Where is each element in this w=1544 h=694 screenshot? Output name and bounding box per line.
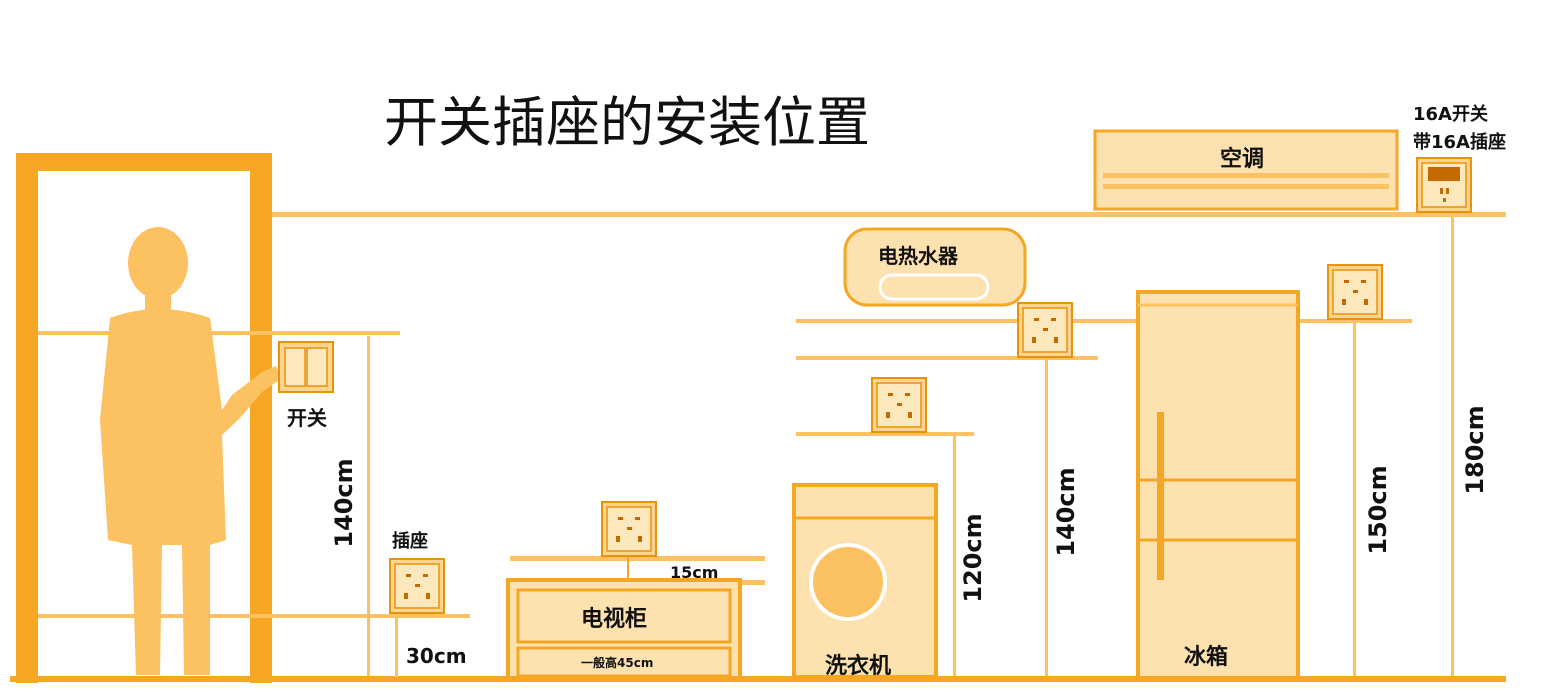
fridge-label: 冰箱 [1184, 645, 1229, 670]
switch-dimension-line [367, 336, 370, 676]
upper-shelf-line [796, 319, 1412, 323]
washing-machine [792, 483, 938, 679]
switch-height-line [38, 331, 400, 335]
heater-shelf-line [796, 356, 1098, 360]
socket-height-label: 30cm [406, 644, 467, 668]
socket-height-line [38, 614, 470, 618]
air-conditioner [1093, 129, 1399, 211]
power-socket-icon [601, 501, 657, 557]
tv-gap-line [627, 557, 629, 579]
socket-label: 插座 [392, 531, 428, 552]
door-frame [16, 153, 272, 683]
tv-cabinet-label: 电视柜 [581, 607, 648, 632]
ceiling-line [268, 212, 1506, 217]
page-title: 开关插座的安装位置 [384, 91, 870, 154]
aircon-note-line2: 带16A插座 [1413, 132, 1506, 153]
aircon-dimension-line [1451, 216, 1454, 676]
aircon-label: 空调 [1220, 147, 1265, 172]
power-socket-icon [389, 558, 445, 614]
light-switch-icon [278, 341, 334, 393]
fridge-height-label: 150cm [1364, 465, 1392, 555]
socket-dimension-line [395, 617, 398, 677]
tv-cabinet-height-label: 一般高45cm [581, 656, 654, 670]
aircon-socket-icon [1416, 157, 1472, 213]
power-socket-icon [1017, 302, 1073, 358]
heater-height-label: 140cm [1052, 467, 1080, 557]
tv-cabinet [506, 556, 765, 680]
washer-shelf-line [796, 432, 974, 436]
heater-dimension-line [1045, 360, 1048, 676]
fridge-dimension-line [1353, 322, 1356, 676]
washer-dimension-line [953, 436, 956, 676]
aircon-note-line1: 16A开关 [1413, 104, 1488, 125]
person-silhouette [100, 227, 282, 675]
switch-label: 开关 [287, 406, 327, 430]
water-heater [843, 227, 1027, 307]
switch-height-label: 140cm [330, 458, 358, 548]
washer-height-label: 120cm [959, 513, 987, 603]
washing-machine-label: 洗衣机 [825, 654, 892, 679]
tv-gap-label: 15cm [670, 563, 719, 582]
power-socket-icon [871, 377, 927, 433]
power-socket-icon [1327, 264, 1383, 320]
fridge [1136, 290, 1300, 680]
aircon-height-label: 180cm [1461, 405, 1489, 495]
water-heater-label: 电热水器 [878, 244, 958, 268]
floor-line [10, 676, 1506, 682]
